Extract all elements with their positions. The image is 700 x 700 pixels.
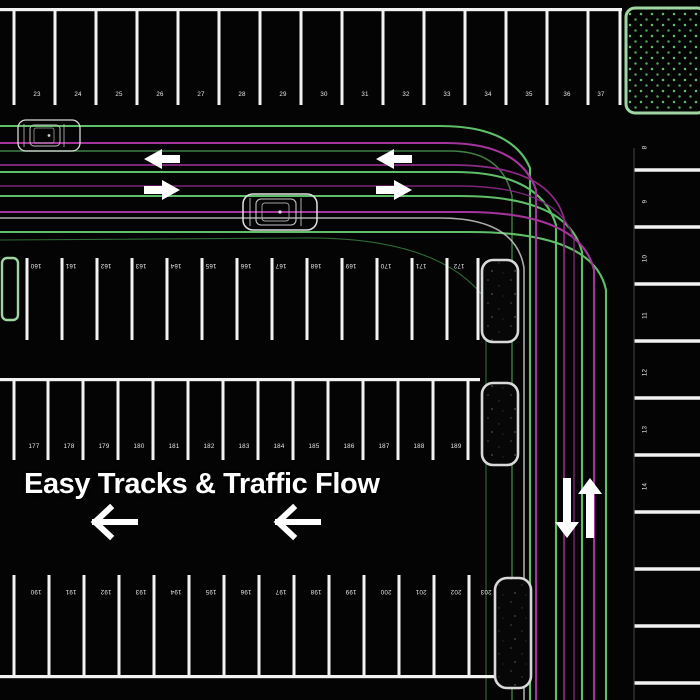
- stall-label-r2-9: 169: [345, 262, 357, 269]
- stall-label-top-2: 25: [115, 91, 123, 98]
- stall-label-top-6: 29: [279, 91, 287, 98]
- stall-label-r4-12: 202: [450, 588, 462, 595]
- stall-label-top-14: 37: [597, 91, 605, 98]
- stall-label-r3-11: 188: [413, 443, 425, 450]
- vertical-arrow-down: [555, 478, 579, 538]
- vertical-arrow-group: [555, 478, 602, 538]
- aisle-arrow-right-a: [144, 180, 180, 200]
- stall-label-r2-3: 163: [135, 262, 147, 269]
- stall-label-r2-2: 162: [100, 262, 112, 269]
- stall-label-r4-2: 192: [100, 588, 112, 595]
- stall-label-r4-1: 191: [65, 588, 77, 595]
- stall-label-r4-5: 195: [205, 588, 217, 595]
- stall-label-r4-13: 203: [480, 588, 492, 595]
- stall-label-r3-6: 183: [238, 443, 250, 450]
- stall-label-top-13: 36: [563, 91, 571, 98]
- aisle-arrow-group: [144, 149, 412, 200]
- stall-label-r3-0: 177: [28, 443, 40, 450]
- stall-label-r2-7: 167: [275, 262, 287, 269]
- stall-label-top-1: 24: [74, 91, 82, 98]
- stall-label-top-3: 26: [156, 91, 164, 98]
- stall-label-r3-7: 184: [273, 443, 285, 450]
- right-column-geometry: [633, 148, 700, 700]
- bottom-row-geometry: [0, 575, 533, 690]
- stall-label-top-5: 28: [238, 91, 246, 98]
- stall-label-r4-4: 194: [170, 588, 182, 595]
- stall-label-r4-8: 198: [310, 588, 322, 595]
- stall-label-r2-5: 165: [205, 262, 217, 269]
- stall-label-r4-6: 196: [240, 588, 252, 595]
- stall-label-top-9: 32: [402, 91, 410, 98]
- stall-label-top-10: 33: [443, 91, 451, 98]
- stall-label-r3-2: 179: [98, 443, 110, 450]
- stall-label-r4-0: 190: [30, 588, 42, 595]
- stall-label-r2-10: 170: [380, 262, 392, 269]
- vertical-arrow-up: [578, 478, 602, 538]
- stall-label-top-8: 31: [361, 91, 369, 98]
- stall-label-r3-9: 186: [343, 443, 355, 450]
- aisle-arrow-left-b: [376, 149, 412, 169]
- stall-label-r4-11: 201: [415, 588, 427, 595]
- stall-label-r3-1: 178: [63, 443, 75, 450]
- stall-label-r2-4: 164: [170, 262, 182, 269]
- vehicle-aisle-center: [242, 193, 318, 231]
- stall-label-r2-0: 160: [30, 262, 42, 269]
- second-row-geometry: [0, 256, 520, 344]
- landscape-island: [624, 6, 700, 115]
- top-row-geometry: [0, 8, 622, 105]
- stall-label-r3-8: 185: [308, 443, 320, 450]
- stall-label-right-0: 8: [641, 145, 649, 150]
- stall-label-right-2: 10: [641, 254, 649, 263]
- aisle-arrow-right-b: [376, 180, 412, 200]
- stall-label-r2-11: 171: [415, 262, 427, 269]
- stall-label-right-5: 13: [641, 425, 649, 434]
- stall-label-r3-12: 189: [450, 443, 462, 450]
- stall-label-r4-3: 193: [135, 588, 147, 595]
- stall-label-r3-3: 180: [133, 443, 145, 450]
- stall-label-right-1: 9: [641, 199, 649, 204]
- stall-label-r2-1: 161: [65, 262, 77, 269]
- stall-label-right-4: 12: [641, 368, 649, 377]
- stall-label-top-0: 23: [33, 91, 41, 98]
- stall-label-r3-5: 182: [203, 443, 215, 450]
- stall-label-right-3: 11: [641, 312, 649, 319]
- stall-label-top-12: 35: [525, 91, 533, 98]
- stall-label-right-6: 14: [641, 482, 649, 491]
- vehicle-top-left: [17, 119, 81, 152]
- stall-label-top-11: 34: [484, 91, 492, 98]
- stall-label-top-7: 30: [320, 91, 328, 98]
- stall-label-r3-4: 181: [168, 443, 180, 450]
- stall-label-r4-7: 197: [275, 588, 287, 595]
- aisle-arrow-left-a: [144, 149, 180, 169]
- stall-label-r4-10: 200: [380, 588, 392, 595]
- stall-label-r2-8: 168: [310, 262, 322, 269]
- third-row-geometry: [0, 378, 520, 467]
- page-title: Easy Tracks & Traffic Flow: [24, 468, 380, 500]
- stall-label-r3-10: 187: [378, 443, 390, 450]
- stall-label-r4-9: 199: [345, 588, 357, 595]
- stall-label-r2-12: 172: [453, 262, 465, 269]
- stall-label-top-4: 27: [197, 91, 205, 98]
- stall-label-r2-6: 166: [240, 262, 252, 269]
